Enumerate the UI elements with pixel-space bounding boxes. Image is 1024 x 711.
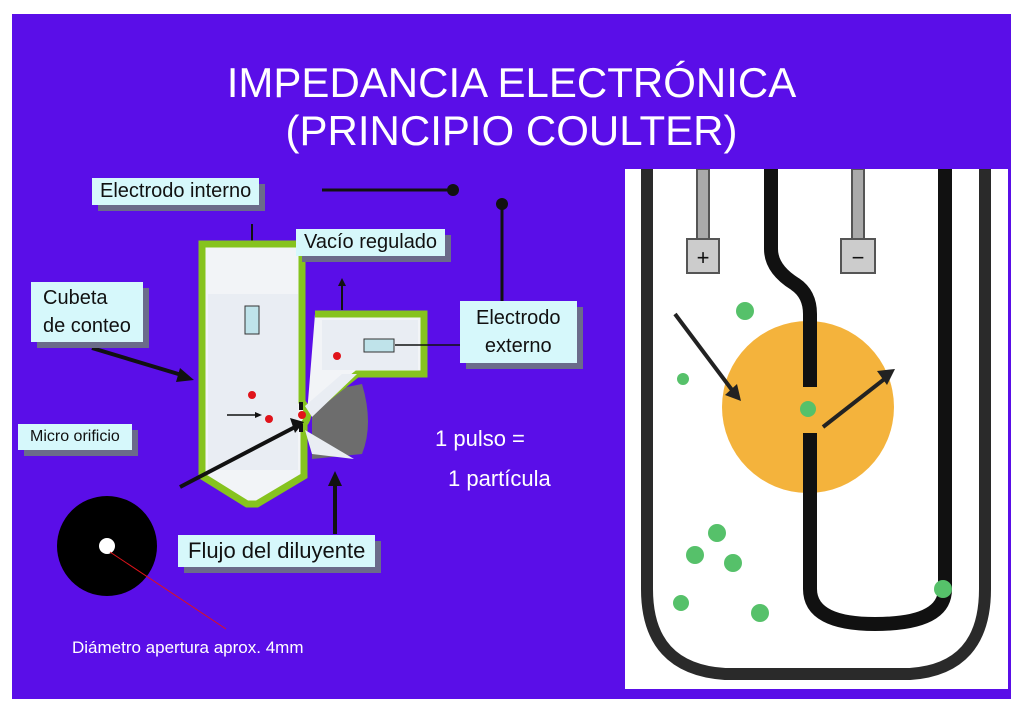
green-particle: [934, 580, 952, 598]
label-flujo-del-diluyente: Flujo del diluyente: [178, 535, 376, 567]
label-cubeta-de-conteo: Cubeta de conteo: [31, 282, 143, 342]
cuvette-pointer-arrow: [91, 346, 186, 378]
label-electrodo-interno: Electrodo interno: [92, 178, 260, 205]
coulter-schematic: [57, 184, 508, 630]
red-particle: [333, 352, 341, 360]
green-particle: [677, 373, 689, 385]
outflow-arrow: [821, 375, 889, 429]
internal-electrode-terminal: [447, 184, 459, 196]
label-electrodo-externo-line1: Electrodo: [476, 307, 561, 329]
green-particle: [673, 595, 689, 611]
particle-in-aperture: [800, 401, 816, 417]
pulse-text-line2: 1 partícula: [448, 466, 551, 491]
flujo-pointer-head: [328, 471, 342, 486]
slide: IMPEDANCIA ELECTRÓNICA (PRINCIPIO COULTE…: [12, 14, 1011, 699]
red-particle: [248, 391, 256, 399]
pulse-text-line1: 1 pulso =: [435, 426, 525, 451]
label-electrodo-externo: Electrodo externo: [460, 301, 577, 363]
green-particle: [724, 554, 742, 572]
slide-title-line2: (PRINCIPIO COULTER): [285, 107, 738, 154]
external-electrode-terminal: [496, 198, 508, 210]
external-electrode: [363, 338, 395, 353]
red-particle: [265, 415, 273, 423]
red-particle: [298, 411, 306, 419]
aperture-illustration: + −: [625, 169, 1008, 689]
cuvette-pointer-head: [176, 368, 194, 382]
inflow-arrow-head: [725, 384, 741, 401]
green-particle: [686, 546, 704, 564]
inner-tube: [764, 169, 952, 632]
inflow-arrow: [673, 312, 737, 396]
flow-arrow-small-head: [255, 412, 262, 418]
green-particle: [751, 604, 769, 622]
negative-electrode-rod: [851, 169, 865, 240]
label-cubeta-line2: de conteo: [43, 315, 131, 337]
orifice-funnel-lower: [305, 430, 354, 459]
negative-electrode-plate: [840, 238, 876, 274]
orifice-funnel: [305, 374, 357, 417]
outflow-arrow-head: [877, 369, 895, 385]
positive-electrode-sign: +: [697, 245, 710, 270]
slide-title-line1: IMPEDANCIA ELECTRÓNICA: [226, 59, 797, 106]
internal-electrode: [244, 305, 260, 335]
label-vacio-regulado: Vacío regulado: [296, 229, 446, 256]
green-particle: [708, 524, 726, 542]
vacuum-arrow-head: [338, 278, 346, 286]
aperture-diameter-text: Diámetro apertura aprox. 4mm: [72, 638, 304, 657]
negative-electrode-sign: −: [852, 245, 865, 270]
label-electrodo-externo-line2: externo: [484, 335, 552, 357]
micro-orifice-pointer-arrow: [179, 424, 298, 489]
micro-orifice-bottom: [299, 424, 303, 432]
beaker-wall: [641, 169, 991, 680]
aperture-hole: [99, 538, 115, 554]
label-cubeta-line1: Cubeta: [43, 287, 108, 309]
positive-electrode-rod: [696, 169, 710, 240]
positive-electrode-plate: [686, 238, 720, 274]
green-particle: [736, 302, 754, 320]
aperture-pointer-line: [109, 551, 227, 630]
label-micro-orificio: Micro orificio: [18, 424, 132, 450]
micro-orifice-top: [299, 402, 303, 410]
micro-orifice-pointer-head: [290, 418, 304, 433]
